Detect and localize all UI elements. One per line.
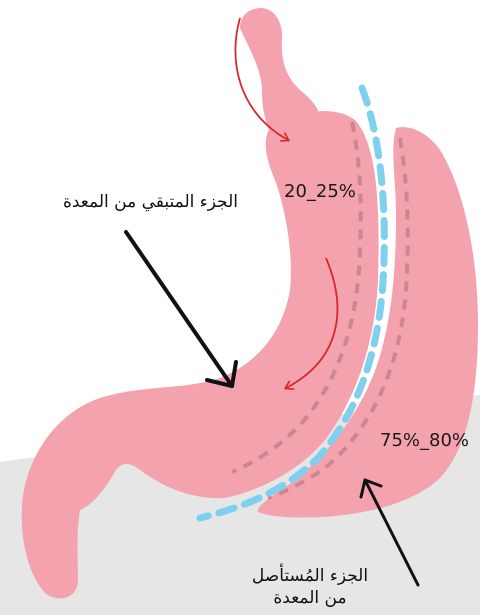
removed-part-label-line1: الجزء المُستأصل <box>226 565 394 587</box>
removed-part-label: الجزء المُستأصل من المعدة <box>226 565 394 609</box>
remaining-part-label: الجزء المتبقي من المعدة <box>6 192 238 212</box>
removed-part-label-line2: من المعدة <box>226 587 394 609</box>
remaining-percentage: 20_25% <box>284 181 356 202</box>
remaining-pointer-arrow <box>126 232 236 386</box>
removed-percentage: 75%_80% <box>380 430 469 451</box>
